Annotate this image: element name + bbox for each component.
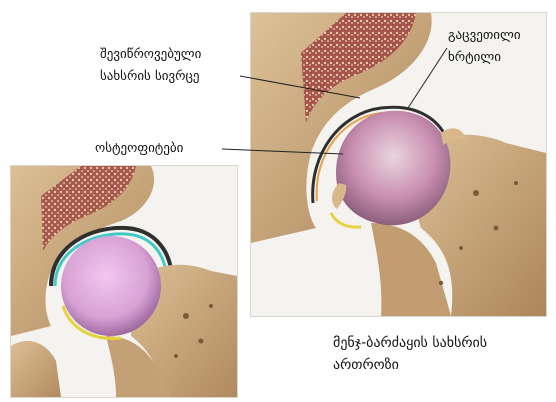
figure-caption: მენჯ-ბარძაყის სახსრის ართროზი <box>333 332 487 376</box>
worn-cartilage-line-1: გაცვეთილი <box>448 25 521 47</box>
narrowed-joint-space-line-1: შევიწროვებული <box>100 44 201 66</box>
leader-worn-cartilage <box>408 48 447 108</box>
caption-line-1: მენჯ-ბარძაყის სახსრის <box>333 332 487 354</box>
osteophytes-label: ოსტეოფიტები <box>95 138 183 160</box>
caption-line-2: ართროზი <box>333 354 487 376</box>
narrowed-joint-space-line-2: სახსრის სივრცე <box>100 66 201 88</box>
leader-osteophytes <box>222 149 343 154</box>
worn-cartilage-label: გაცვეთილი ხრტილი <box>448 25 521 69</box>
narrowed-joint-space-label: შევიწროვებული სახსრის სივრცე <box>100 44 201 88</box>
leader-narrowed-joint-space <box>240 76 360 98</box>
worn-cartilage-line-2: ხრტილი <box>448 47 521 69</box>
